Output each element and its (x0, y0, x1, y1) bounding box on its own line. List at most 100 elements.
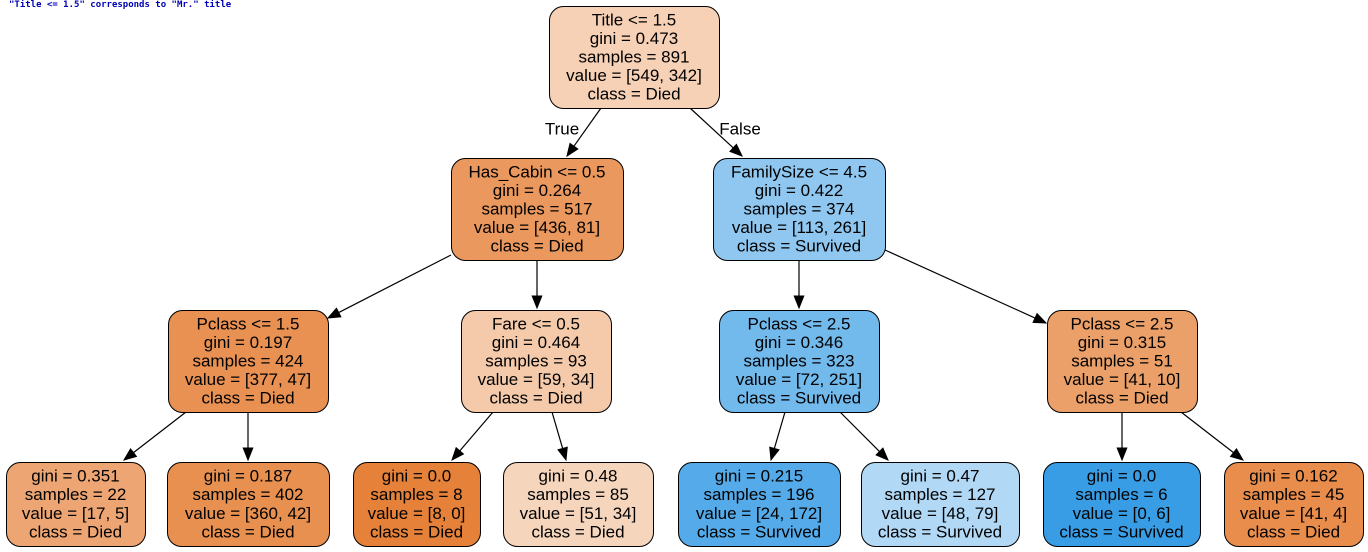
arrowhead (729, 143, 743, 157)
edge-n5-n11 (769, 411, 786, 462)
edge-line (338, 254, 452, 314)
arrowhead (1229, 447, 1245, 461)
node-text-line: samples = 51 (1071, 351, 1173, 370)
node-box (1047, 310, 1198, 413)
node-box (461, 310, 612, 413)
node-text-line: class = Died (1247, 522, 1340, 541)
node-text-line: class = Died (201, 522, 294, 541)
edge-n0-n1: True (545, 107, 602, 158)
node-text-line: FamilySize <= 4.5 (731, 162, 867, 181)
node-text-line: value = [24, 172] (696, 504, 822, 523)
node-text-line: Pclass <= 2.5 (1070, 314, 1173, 333)
node-box (353, 462, 481, 547)
arrowhead (531, 295, 543, 310)
node-text-line: class = Died (587, 85, 680, 104)
edge-line (551, 411, 564, 449)
arrowhead (793, 295, 805, 310)
node-text-line: class = Died (490, 237, 583, 256)
node-text-line: class = Died (489, 389, 582, 408)
node-box (451, 158, 624, 261)
caption-note: "Title <= 1.5" corresponds to "Mr." titl… (9, 0, 232, 10)
node-text-line: class = Died (370, 522, 463, 541)
node-text-line: gini = 0.264 (493, 181, 581, 200)
node-text-line: gini = 0.197 (204, 333, 292, 352)
edge-n3-n8 (242, 412, 254, 462)
node-text-line: samples = 891 (578, 47, 689, 66)
node-box (6, 462, 146, 547)
edge-n6-n14 (1180, 411, 1245, 461)
node-text-line: gini = 0.47 (901, 467, 980, 486)
node-box (1224, 462, 1364, 547)
edge-line (573, 107, 602, 147)
node-text-line: Pclass <= 2.5 (747, 314, 850, 333)
node-box (713, 158, 886, 261)
node-text-line: class = Survived (737, 237, 861, 256)
arrowhead (557, 446, 568, 462)
node-text-line: value = [72, 251] (736, 370, 862, 389)
edge-n5-n12 (839, 411, 889, 461)
node-box (168, 310, 329, 413)
node-text-line: gini = 0.48 (539, 467, 618, 486)
node-text-line: value = [436, 81] (474, 218, 600, 237)
node-text-line: samples = 45 (1243, 485, 1345, 504)
node-text-line: gini = 0.422 (755, 181, 843, 200)
node-text-line: value = [48, 79] (882, 504, 999, 523)
node-text-line: class = Survived (1059, 522, 1183, 541)
node-box (861, 462, 1020, 547)
arrowhead (326, 307, 342, 319)
node-text-line: class = Died (201, 389, 294, 408)
node-text-line: samples = 8 (370, 485, 462, 504)
arrowhead (242, 447, 254, 462)
node-text-line: samples = 374 (743, 199, 854, 218)
node-text-line: samples = 85 (527, 485, 629, 504)
edge-line (689, 107, 734, 149)
node-text-line: value = [0, 6] (1073, 504, 1171, 523)
node-text-line: value = [377, 47] (185, 370, 311, 389)
arrowhead (1032, 312, 1048, 324)
arrowhead (875, 447, 889, 461)
arrowhead (566, 142, 579, 158)
arrowhead (769, 446, 780, 462)
node-text-line: samples = 22 (25, 485, 127, 504)
arrowhead (1116, 447, 1128, 462)
edge-line (1180, 411, 1234, 454)
node-text-line: Fare <= 0.5 (492, 314, 580, 333)
node-text-line: Pclass <= 1.5 (196, 314, 299, 333)
edge-label-false: False (719, 119, 761, 138)
node-text-line: samples = 402 (192, 485, 303, 504)
node-text-line: gini = 0.162 (1249, 467, 1337, 486)
node-text-line: value = [113, 261] (732, 218, 866, 237)
node-text-line: samples = 127 (884, 485, 995, 504)
node-text-line: value = [41, 4] (1240, 504, 1347, 523)
node-text-line: gini = 0.464 (492, 333, 580, 352)
node-text-line: class = Died (29, 522, 122, 541)
node-text-line: samples = 517 (481, 199, 592, 218)
edge-label-true: True (545, 119, 579, 138)
node-text-line: value = [8, 0] (368, 504, 466, 523)
node-text-line: samples = 6 (1075, 485, 1167, 504)
node-text-line: samples = 196 (703, 485, 814, 504)
node-text-line: value = [41, 10] (1064, 370, 1181, 389)
node-box (549, 6, 720, 109)
node-text-line: gini = 0.346 (755, 333, 843, 352)
edge-line (133, 411, 187, 454)
node-box (503, 462, 654, 547)
node-text-line: samples = 93 (485, 351, 587, 370)
node-text-line: gini = 0.0 (1087, 467, 1156, 486)
arrowhead (451, 446, 465, 462)
node-text-line: class = Survived (697, 522, 821, 541)
node-text-line: Has_Cabin <= 0.5 (468, 162, 605, 181)
node-text-line: class = Died (531, 522, 624, 541)
edge-n6-n13 (1116, 412, 1128, 462)
edge-n1-n4 (531, 260, 543, 310)
